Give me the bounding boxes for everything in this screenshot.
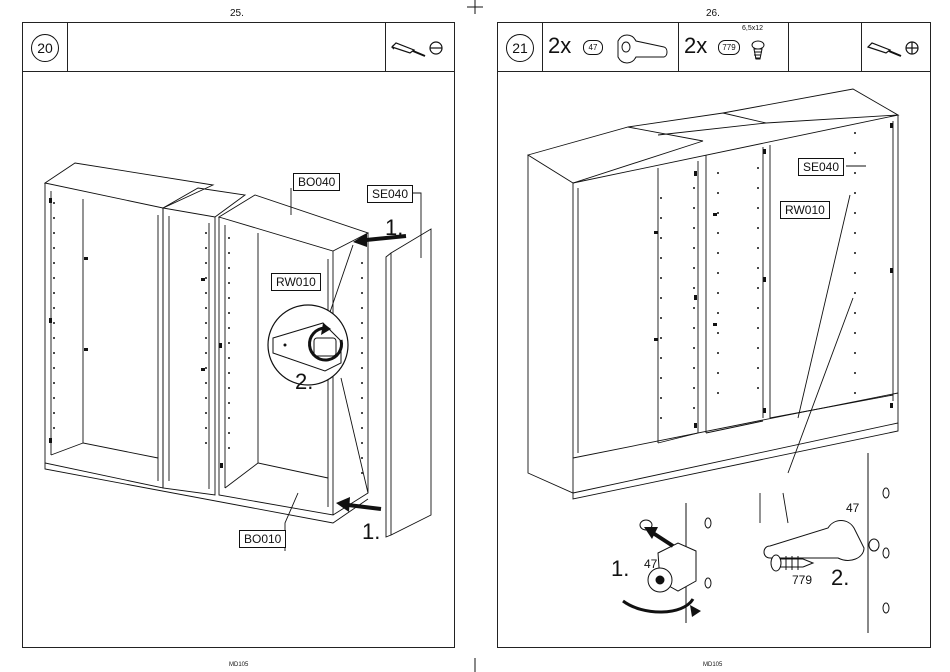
wardrobe-assembly-drawing bbox=[23, 23, 456, 649]
part-label-bo010: BO010 bbox=[239, 530, 286, 548]
wardrobe-assembly-drawing bbox=[498, 23, 932, 649]
part-label-rw010: RW010 bbox=[271, 273, 321, 291]
step-two: 2. bbox=[295, 369, 313, 395]
step-one-bottom: 1. bbox=[362, 519, 380, 545]
detail-insert-part bbox=[623, 503, 711, 623]
instruction-page-left: 20 bbox=[22, 22, 455, 648]
part-code-label: 47 bbox=[644, 557, 657, 571]
step-one-top: 1. bbox=[385, 215, 403, 241]
part-code-label: 47 bbox=[846, 501, 859, 515]
part-label-se040: SE040 bbox=[798, 158, 844, 176]
step-one: 1. bbox=[611, 556, 629, 582]
part-code-label: 779 bbox=[792, 573, 812, 587]
part-label-rw010: RW010 bbox=[780, 201, 830, 219]
part-label-se040: SE040 bbox=[367, 185, 413, 203]
instruction-page-right: 21 2x 47 2x 779 6,5x12 bbox=[497, 22, 931, 648]
step-two: 2. bbox=[831, 565, 849, 591]
detail-screw-part bbox=[764, 453, 889, 633]
part-label-bo040: BO040 bbox=[293, 173, 340, 191]
